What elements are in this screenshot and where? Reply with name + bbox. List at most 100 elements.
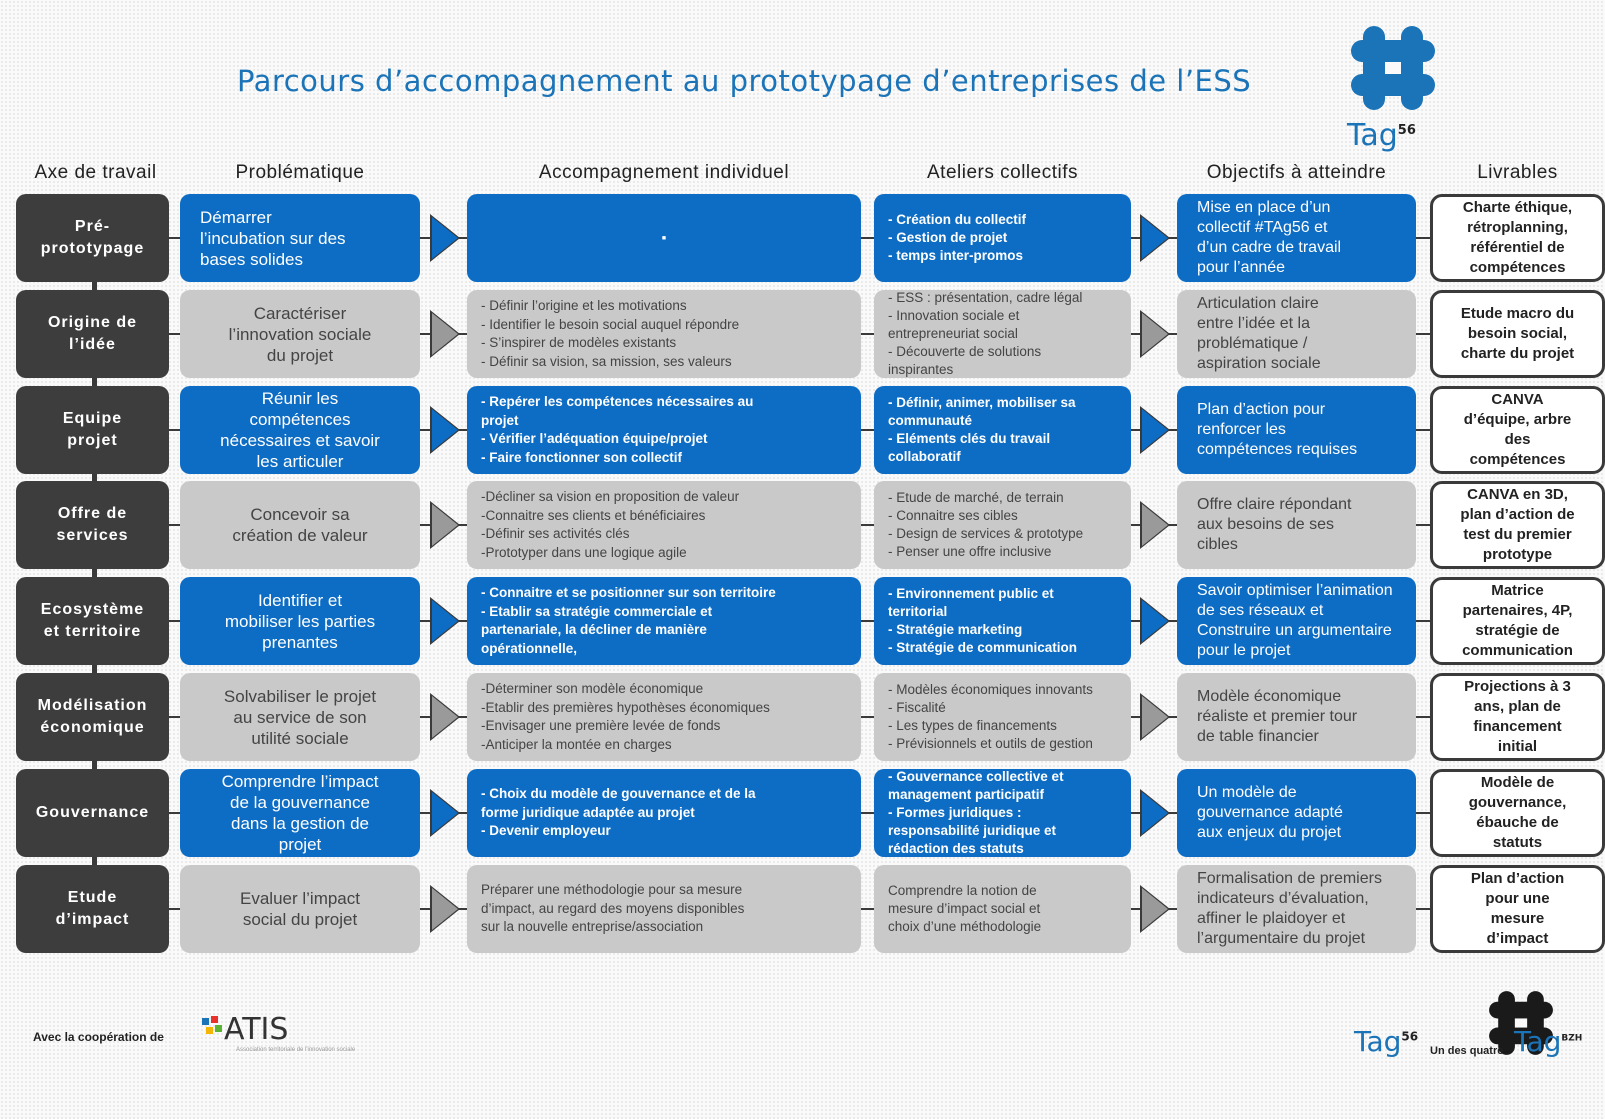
accompagnement-box: -Décliner sa vision en proposition de va… bbox=[467, 481, 861, 569]
ateliers-text: - ESS : présentation, cadre légal - Inno… bbox=[888, 290, 1083, 377]
problematique-text: Identifier et mobiliser les parties pren… bbox=[224, 590, 376, 652]
connector-line bbox=[169, 333, 180, 335]
problematique-text: Comprendre l’impact de la gouvernance da… bbox=[221, 772, 379, 854]
tagline: Un des quatre bbox=[1430, 1045, 1504, 1057]
livrables-box: Charte éthique, rétroplanning, référenti… bbox=[1430, 194, 1605, 282]
arrow-fill bbox=[432, 792, 458, 834]
row: Gouvernance Comprendre l’impact de la go… bbox=[0, 769, 1605, 857]
connector-line bbox=[169, 620, 180, 622]
objectifs-text: Articulation claire entre l’idée et la p… bbox=[1197, 295, 1321, 372]
axe-label: Etude d’impact bbox=[16, 865, 169, 953]
arrow-fill bbox=[432, 888, 458, 930]
hashtag-icon bbox=[1489, 991, 1553, 1055]
row: Origine de l’idée Caractériser l’innovat… bbox=[0, 290, 1605, 378]
objectifs-text: Savoir optimiser l’animation de ses rése… bbox=[1197, 582, 1393, 659]
header-objectifs: Objectifs à atteindre bbox=[1206, 162, 1387, 183]
connector-line bbox=[861, 908, 874, 910]
header-ateliers: Ateliers collectifs bbox=[927, 162, 1078, 183]
connector-line bbox=[1416, 237, 1430, 239]
axe-label: Gouvernance bbox=[16, 769, 169, 857]
livrables-box: Projections à 3 ans, plan de financement… bbox=[1430, 673, 1605, 761]
ateliers-box: - Définir, animer, mobiliser sa communau… bbox=[874, 386, 1131, 474]
problematique-box: Evaluer l’impact social du projet bbox=[180, 865, 420, 953]
arrow-fill bbox=[1142, 792, 1168, 834]
livrables-box: Plan d’action pour une mesure d’impact bbox=[1430, 865, 1605, 953]
arrow-fill bbox=[1142, 217, 1168, 259]
ateliers-text: - Environnement public et territorial - … bbox=[888, 586, 1078, 655]
livrables-box: CANVA d’équipe, arbre des compétences bbox=[1430, 386, 1605, 474]
livrables-text: Modèle de gouvernance, ébauche de statut… bbox=[1468, 774, 1567, 851]
tag56-sup: 56 bbox=[1401, 1029, 1419, 1044]
connector-line bbox=[861, 620, 874, 622]
row: Etude d’impact Evaluer l’impact social d… bbox=[0, 865, 1605, 953]
objectifs-box: Un modèle de gouvernance adapté aux enje… bbox=[1177, 769, 1416, 857]
tag-logo-text: Tag bbox=[1347, 118, 1398, 153]
livrables-box: CANVA en 3D, plan d’action de test du pr… bbox=[1430, 481, 1605, 569]
row: Ecosystème et territoire Identifier et m… bbox=[0, 577, 1605, 665]
livrables-text: CANVA en 3D, plan d’action de test du pr… bbox=[1460, 486, 1575, 563]
objectifs-box: Plan d’action pour renforcer les compéte… bbox=[1177, 386, 1416, 474]
accompagnement-box: - Repérer les compétences nécessaires au… bbox=[467, 386, 861, 474]
tagbzh-sup: BZH bbox=[1561, 1033, 1583, 1044]
problematique-text: Réunir les compétences nécessaires et sa… bbox=[220, 389, 380, 471]
arrow-fill bbox=[1142, 313, 1168, 355]
row: Pré- prototypage Démarrer l’incubation s… bbox=[0, 194, 1605, 282]
ateliers-box: - Environnement public et territorial - … bbox=[874, 577, 1131, 665]
accompagnement-text: - Connaitre et se positionner sur son te… bbox=[481, 585, 776, 656]
ateliers-box: - Modèles économiques innovants - Fiscal… bbox=[874, 673, 1131, 761]
accompagnement-text: -Décliner sa vision en proposition de va… bbox=[481, 489, 740, 560]
objectifs-box: Offre claire répondant aux besoins de se… bbox=[1177, 481, 1416, 569]
connector-line bbox=[169, 716, 180, 718]
axe-label: Pré- prototypage bbox=[16, 194, 169, 282]
problematique-text: Concevoir sa création de valeur bbox=[232, 505, 368, 545]
row: Modélisation économique Solvabiliser le … bbox=[0, 673, 1605, 761]
axe-label: Ecosystème et territoire bbox=[16, 577, 169, 665]
arrow-fill bbox=[432, 217, 458, 259]
objectifs-box: Formalisation de premiers indicateurs d’… bbox=[1177, 865, 1416, 953]
livrables-box: Etude macro du besoin social, charte du … bbox=[1430, 290, 1605, 378]
livrables-text: Plan d’action pour une mesure d’impact bbox=[1470, 870, 1565, 947]
cooperation-text: Avec la coopération de bbox=[33, 1030, 164, 1044]
connector-line bbox=[861, 429, 874, 431]
objectifs-text: Formalisation de premiers indicateurs d’… bbox=[1197, 870, 1382, 947]
row: Equipe projet Réunir les compétences néc… bbox=[0, 386, 1605, 474]
connector-line bbox=[169, 237, 180, 239]
connector-line bbox=[861, 333, 874, 335]
ateliers-box: - ESS : présentation, cadre légal - Inno… bbox=[874, 290, 1131, 378]
problematique-box: Comprendre l’impact de la gouvernance da… bbox=[180, 769, 420, 857]
connector-line bbox=[861, 716, 874, 718]
tag56-text: Tag bbox=[1354, 1025, 1402, 1058]
connector-line bbox=[169, 429, 180, 431]
accompagnement-box: - Connaitre et se positionner sur son te… bbox=[467, 577, 861, 665]
arrow-fill bbox=[432, 696, 458, 738]
livrables-text: Matrice partenaires, 4P, stratégie de co… bbox=[1462, 582, 1573, 659]
objectifs-text: Plan d’action pour renforcer les compéte… bbox=[1197, 401, 1358, 458]
tag56-logo: Tag56 bbox=[1343, 18, 1443, 153]
accompagnement-text: - Choix du modèle de gouvernance et de l… bbox=[481, 786, 756, 839]
atis-name: ATIS bbox=[224, 1012, 289, 1047]
ateliers-text: Comprendre la notion de mesure d’impact … bbox=[888, 883, 1042, 934]
objectifs-box: Modèle économique réaliste et premier to… bbox=[1177, 673, 1416, 761]
connector-line bbox=[1416, 812, 1430, 814]
arrow-fill bbox=[1142, 409, 1168, 451]
accompagnement-box: - Définir l’origine et les motivations -… bbox=[467, 290, 861, 378]
problematique-box: Caractériser l’innovation sociale du pro… bbox=[180, 290, 420, 378]
header-livrables: Livrables bbox=[1477, 162, 1558, 183]
problematique-box: Réunir les compétences nécessaires et sa… bbox=[180, 386, 420, 474]
page-title: Parcours d’accompagnement au prototypage… bbox=[237, 64, 1252, 98]
connector-line bbox=[1416, 429, 1430, 431]
arrow-fill bbox=[1142, 696, 1168, 738]
accompagnement-text: - Repérer les compétences nécessaires au… bbox=[481, 394, 754, 465]
accompagnement-text: ▪ bbox=[661, 229, 667, 245]
problematique-box: Solvabiliser le projet au service de son… bbox=[180, 673, 420, 761]
accompagnement-box: Préparer une méthodologie pour sa mesure… bbox=[467, 865, 861, 953]
connector-line bbox=[1416, 620, 1430, 622]
arrow-fill bbox=[1142, 600, 1168, 642]
connector-line bbox=[1416, 524, 1430, 526]
ateliers-box: - Etude de marché, de terrain - Connaitr… bbox=[874, 481, 1131, 569]
axe-label: Equipe projet bbox=[16, 386, 169, 474]
tagbzh-text: Tag bbox=[1514, 1025, 1562, 1058]
objectifs-box: Savoir optimiser l’animation de ses rése… bbox=[1177, 577, 1416, 665]
axe-label: Offre de services bbox=[16, 481, 169, 569]
connector-line bbox=[861, 237, 874, 239]
